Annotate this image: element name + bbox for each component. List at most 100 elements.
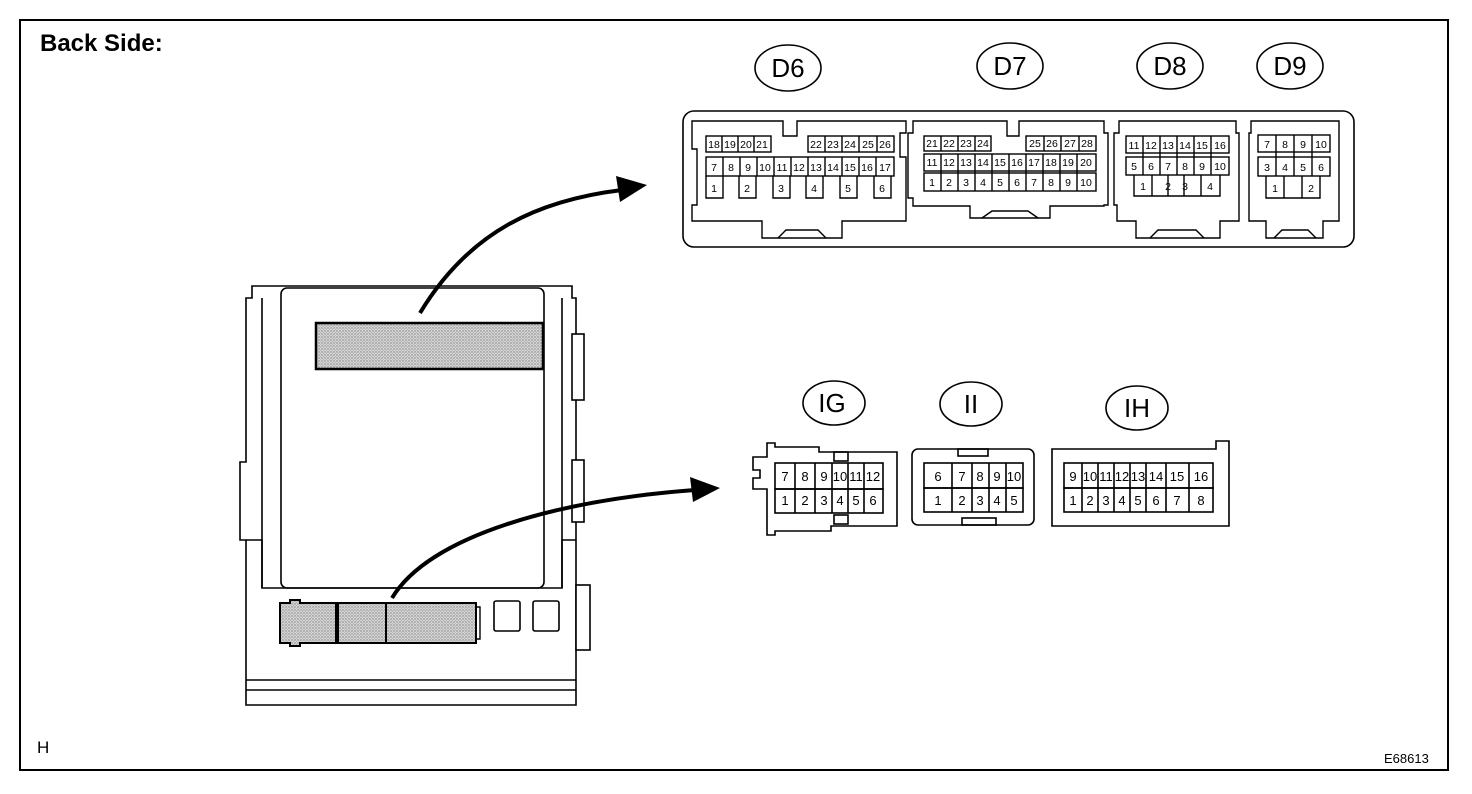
pin-d6: 5	[845, 183, 851, 195]
pin-ih: 5	[1134, 493, 1141, 508]
arrow-lower-head	[690, 477, 720, 502]
pin-d7: 17	[1028, 157, 1040, 169]
pin-d6: 26	[879, 139, 891, 151]
pin-ii: 9	[993, 469, 1000, 484]
lower-connector-block-right	[385, 602, 477, 644]
pin-ih: 13	[1131, 469, 1145, 484]
upper-connector-block	[314, 321, 545, 371]
pin-d9: 6	[1318, 162, 1324, 174]
pin-d8: 2	[1165, 181, 1171, 193]
pin-d6: 11	[777, 162, 788, 174]
figure-id: E68613	[1384, 751, 1429, 766]
pin-d6: 13	[810, 162, 822, 174]
label-ellipse-d8	[1136, 42, 1204, 90]
pin-ih: 7	[1173, 493, 1180, 508]
pin-ii: 5	[1010, 493, 1017, 508]
arrow-upper-shaft	[418, 188, 623, 315]
label-ellipse-ih	[1105, 385, 1169, 431]
ecu-unit	[239, 285, 591, 706]
connector-d6	[691, 120, 907, 239]
pin-ig: 3	[820, 493, 827, 508]
pin-d6: 22	[810, 139, 822, 151]
label-ellipse-d7	[976, 42, 1044, 90]
pin-ig: 2	[801, 493, 808, 508]
label-ih: IH	[1124, 393, 1150, 423]
pin-d7: 24	[977, 138, 989, 150]
ecu-right-tab-lower	[571, 459, 585, 523]
pin-d6: 6	[879, 183, 885, 195]
pin-d6: 21	[756, 139, 768, 151]
connector-d8	[1113, 120, 1240, 239]
pin-d6: 16	[861, 162, 873, 174]
pin-d9: 2	[1308, 183, 1314, 195]
pin-d6: 3	[778, 183, 784, 195]
ecu-square-1	[493, 600, 521, 632]
pin-d6: 17	[879, 162, 891, 174]
label-ellipse-ig	[802, 380, 866, 426]
pin-d6: 20	[740, 139, 752, 151]
pin-d6: 19	[724, 139, 736, 151]
pin-d6: 2	[744, 183, 750, 195]
pin-d9: 10	[1315, 139, 1327, 151]
connector-d9	[1248, 120, 1340, 239]
pin-d7: 28	[1081, 138, 1093, 150]
label-d6: D6	[771, 53, 804, 83]
connector-d7	[907, 120, 1109, 219]
label-d7: D7	[993, 51, 1026, 81]
ecu-shelf	[246, 539, 576, 589]
ecu-right-tab-upper	[571, 333, 585, 401]
pin-ig: 12	[866, 469, 880, 484]
arrow-upper-head	[616, 176, 647, 202]
ecu-square-2	[532, 600, 560, 632]
pin-d9: 9	[1300, 139, 1306, 151]
pin-ig: 8	[801, 469, 808, 484]
pin-d6: 9	[745, 162, 751, 174]
pin-d7: 18	[1045, 157, 1057, 169]
pin-d7: 16	[1011, 157, 1023, 169]
pin-d8: 13	[1162, 140, 1174, 152]
pin-d9: 8	[1282, 139, 1288, 151]
pin-d8: 16	[1214, 140, 1226, 152]
pin-d7: 20	[1080, 157, 1092, 169]
lower-connector-block-left	[279, 599, 337, 647]
pin-d6: 8	[728, 162, 734, 174]
pin-d7: 2	[946, 177, 952, 189]
corner-mark: H	[37, 738, 50, 757]
pin-d7: 23	[960, 138, 972, 150]
pin-ig: 4	[836, 493, 843, 508]
pin-d8: 11	[1129, 140, 1140, 152]
pin-d7: 13	[960, 157, 972, 169]
pin-d7: 5	[997, 177, 1003, 189]
pin-ih: 1	[1069, 493, 1076, 508]
label-d8: D8	[1153, 51, 1186, 81]
pin-d6: 14	[827, 162, 839, 174]
pin-d7: 8	[1048, 177, 1054, 189]
pin-ih: 9	[1069, 469, 1076, 484]
pin-ig: 10	[833, 469, 847, 484]
pin-d7: 22	[943, 138, 955, 150]
label-ellipse-ii	[939, 381, 1003, 427]
pin-ii: 10	[1007, 469, 1021, 484]
pin-ih: 14	[1149, 469, 1163, 484]
arrows	[390, 176, 720, 600]
pin-d8: 9	[1199, 161, 1205, 173]
pin-d7: 14	[977, 157, 989, 169]
pin-ih: 12	[1115, 469, 1129, 484]
pin-ih: 3	[1102, 493, 1109, 508]
pin-ih: 8	[1197, 493, 1204, 508]
pin-d6: 10	[759, 162, 771, 174]
diagram-frame	[19, 19, 1449, 771]
pin-ig: 1	[781, 493, 788, 508]
pin-d8: 4	[1207, 181, 1213, 193]
pin-ih: 15	[1170, 469, 1184, 484]
pin-d7: 19	[1062, 157, 1074, 169]
pin-d6: 18	[708, 139, 720, 151]
pin-d7: 25	[1029, 138, 1041, 150]
pin-ih: 4	[1118, 493, 1125, 508]
pin-d8: 7	[1165, 161, 1171, 173]
pin-d7: 9	[1065, 177, 1071, 189]
pin-ig: 9	[820, 469, 827, 484]
pin-d6: 12	[793, 162, 805, 174]
pin-d9: 4	[1282, 162, 1288, 174]
lower-connector-block-mid	[337, 602, 387, 644]
